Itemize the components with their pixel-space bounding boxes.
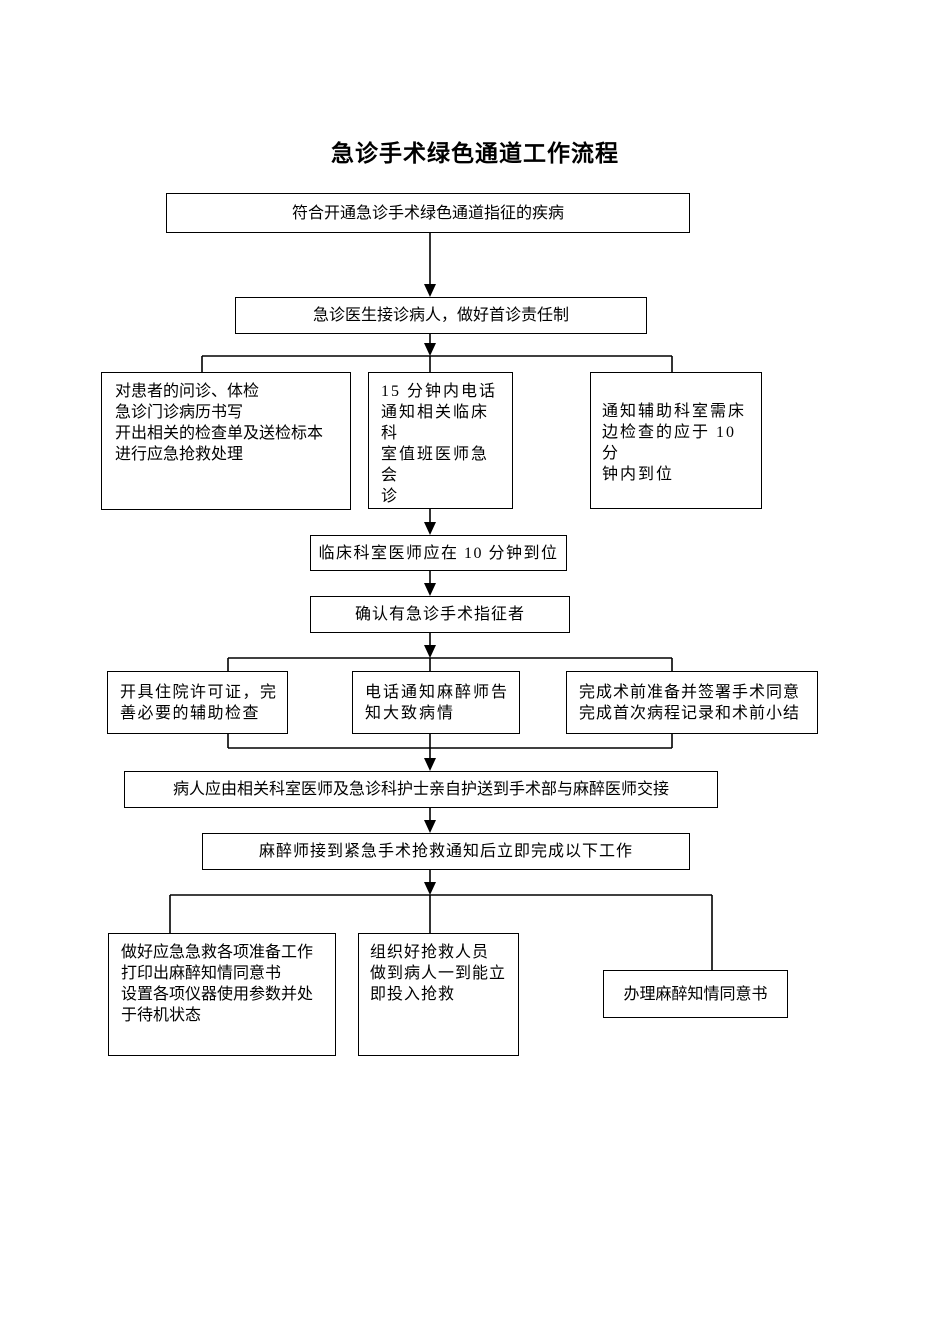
branch-merge-2 — [227, 734, 673, 771]
flow-node-disease-indication: 符合开通急诊手术绿色通道指征的疾病 — [166, 193, 690, 233]
branch-split-3 — [169, 894, 713, 970]
connector-escort-to-tasks — [424, 808, 436, 833]
flow-node-arrive-10min: 临床科室医师应在 10 分钟到位 — [310, 535, 567, 571]
flow-node-reception: 急诊医生接诊病人，做好首诊责任制 — [235, 297, 647, 334]
flow-node-consent-form: 办理麻醉知情同意书 — [603, 970, 788, 1018]
flow-node-organize-rescuers: 组织好抢救人员 做到病人一到能立 即投入抢救 — [358, 933, 519, 1056]
branch-split-1 — [201, 355, 673, 372]
flow-node-anesthetist-tasks: 麻醉师接到紧急手术抢救通知后立即完成以下工作 — [202, 833, 690, 870]
flow-node-rescue-preparation: 做好应急急救各项准备工作 打印出麻醉知情同意书 设置各项仪器使用参数并处 于待机… — [108, 933, 336, 1056]
connector-phone-to-arrive — [424, 509, 436, 535]
connector-tasks-to-split3 — [424, 870, 436, 895]
flow-node-notify-auxiliary: 通知辅助科室需床 边检查的应于 10 分 钟内到位 — [590, 372, 762, 509]
connector-confirm-to-split2 — [424, 633, 436, 658]
connector-arrive-to-confirm — [424, 571, 436, 596]
flow-node-confirm-indication: 确认有急诊手术指征者 — [310, 596, 570, 633]
connector-disease-to-reception — [424, 233, 436, 297]
flow-node-preop-preparation: 完成术前准备并签署手术同意 完成首次病程记录和术前小结 — [566, 671, 818, 734]
page-title: 急诊手术绿色通道工作流程 — [331, 141, 619, 166]
flow-node-exam-records: 对患者的问诊、体检 急诊门诊病历书写 开出相关的检查单及送检标本 进行应急抢救处… — [101, 372, 351, 510]
flow-node-phone-anesthetist: 电话通知麻醉师告 知大致病情 — [352, 671, 520, 734]
flow-node-escort-handover: 病人应由相关科室医师及急诊科护士亲自护送到手术部与麻醉医师交接 — [124, 771, 718, 808]
flow-node-admission-permit: 开具住院许可证，完 善必要的辅助检查 — [107, 671, 288, 734]
connector-reception-to-split1 — [424, 334, 436, 356]
branch-split-2 — [227, 657, 673, 671]
flow-node-phone-15min: 15 分钟内电话 通知相关临床科 室值班医师急会 诊 — [368, 372, 513, 509]
